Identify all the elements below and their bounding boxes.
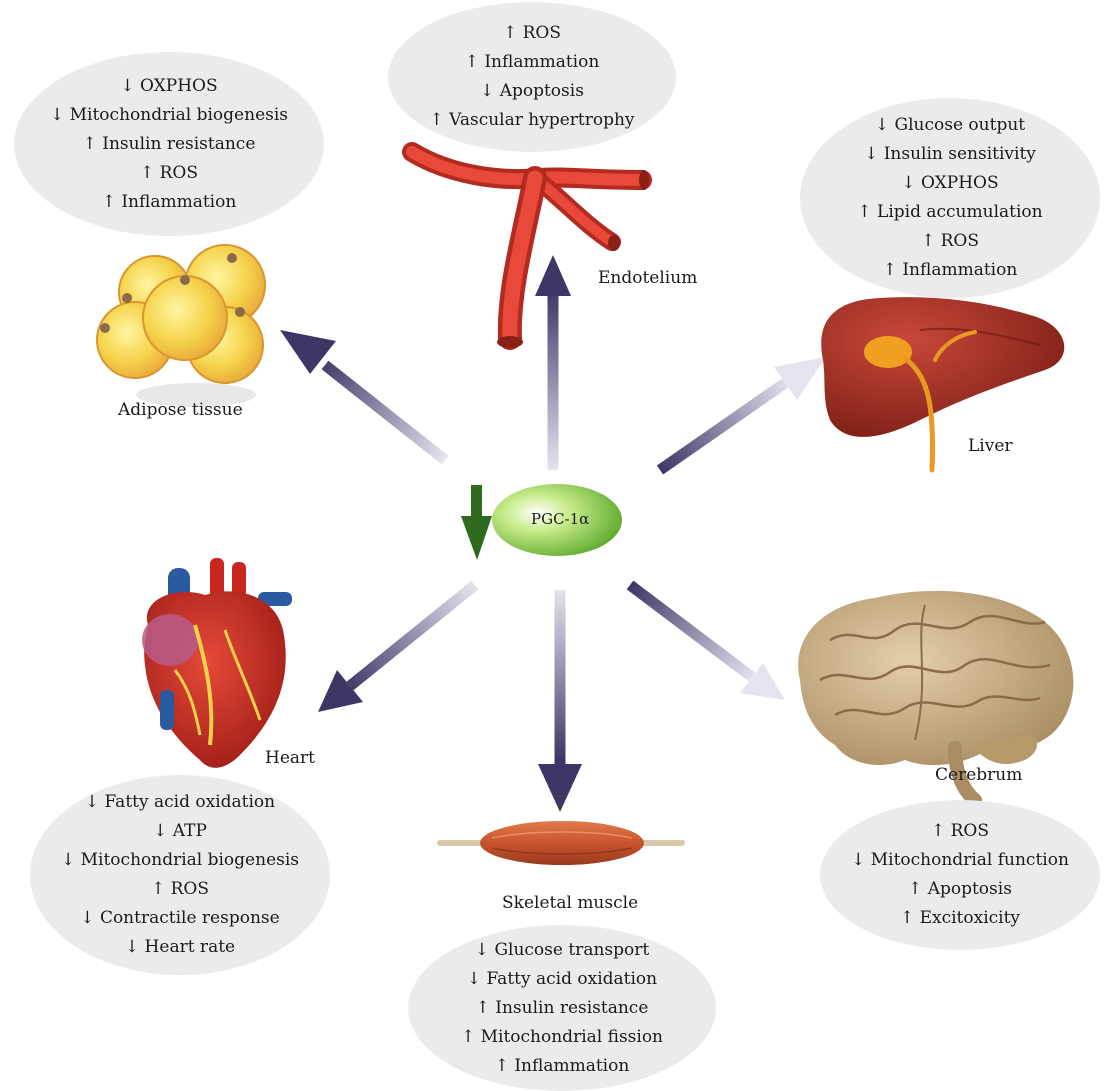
adipose-effect: ↑ Inflammation	[102, 188, 237, 217]
arrow-to-liver	[660, 357, 826, 470]
cerebrum-label: Cerebrum	[935, 765, 1022, 785]
endothelium-effect: ↑ Inflammation	[465, 48, 600, 77]
liver-effect: ↑ ROS	[921, 227, 979, 256]
liver-effect: ↓ Glucose output	[875, 111, 1025, 140]
adipose-effects-bubble: ↓ OXPHOS ↓ Mitochondrial biogenesis ↑ In…	[14, 52, 324, 236]
liver-label: Liver	[968, 436, 1013, 456]
endothelium-effect: ↓ Apoptosis	[480, 77, 584, 106]
cerebrum-effect: ↑ Apoptosis	[908, 875, 1012, 904]
adipose-effect: ↑ Insulin resistance	[83, 130, 256, 159]
adipose-cells-icon	[97, 245, 265, 407]
skeletal-muscle-effect: ↑ Mitochondrial fission	[461, 1023, 663, 1052]
cerebrum-effect: ↑ ROS	[931, 817, 989, 846]
adipose-effect: ↓ OXPHOS	[120, 72, 217, 101]
adipose-effect: ↑ ROS	[140, 159, 198, 188]
cerebrum-effects-bubble: ↑ ROS ↓ Mitochondrial function ↑ Apoptos…	[820, 800, 1100, 950]
skeletal-muscle-effects-bubble: ↓ Glucose transport ↓ Fatty acid oxidati…	[408, 925, 716, 1091]
arrow-to-heart	[318, 585, 475, 712]
skeletal-muscle-icon	[440, 821, 682, 865]
skeletal-muscle-effect: ↓ Glucose transport	[475, 936, 649, 965]
heart-effect: ↓ Mitochondrial biogenesis	[61, 846, 299, 875]
heart-icon	[142, 558, 292, 768]
pgc1a-label: PGC-1α	[531, 510, 589, 528]
heart-effect: ↓ Contractile response	[80, 904, 279, 933]
liver-effect: ↑ Lipid accumulation	[857, 198, 1042, 227]
skeletal-muscle-effect: ↑ Insulin resistance	[476, 994, 649, 1023]
decrease-arrow-icon	[461, 485, 492, 560]
endothelium-effects-bubble: ↑ ROS ↑ Inflammation ↓ Apoptosis ↑ Vascu…	[388, 2, 676, 152]
skeletal-muscle-effect: ↑ Inflammation	[495, 1052, 630, 1081]
arrow-to-endothelium	[535, 255, 571, 470]
arrow-to-skeletal-muscle	[538, 590, 582, 812]
adipose-label: Adipose tissue	[118, 400, 243, 420]
liver-effect: ↓ OXPHOS	[901, 169, 998, 198]
endothelium-effect: ↑ ROS	[503, 19, 561, 48]
heart-label: Heart	[265, 748, 315, 768]
heart-effect: ↑ ROS	[151, 875, 209, 904]
adipose-effect: ↓ Mitochondrial biogenesis	[50, 101, 288, 130]
skeletal-muscle-effect: ↓ Fatty acid oxidation	[467, 965, 657, 994]
cerebrum-effect: ↑ Excitoxicity	[900, 904, 1020, 933]
heart-effect: ↓ ATP	[153, 817, 207, 846]
heart-effects-bubble: ↓ Fatty acid oxidation ↓ ATP ↓ Mitochond…	[30, 775, 330, 975]
blood-vessel-icon	[412, 152, 649, 348]
liver-icon	[821, 297, 1064, 470]
skeletal-muscle-label: Skeletal muscle	[502, 893, 638, 913]
liver-effect: ↓ Insulin sensitivity	[864, 140, 1036, 169]
arrow-to-adipose	[280, 330, 445, 460]
liver-effects-bubble: ↓ Glucose output ↓ Insulin sensitivity ↓…	[800, 98, 1100, 298]
endothelium-effect: ↑ Vascular hypertrophy	[429, 106, 634, 135]
liver-effect: ↑ Inflammation	[883, 256, 1018, 285]
heart-effect: ↓ Fatty acid oxidation	[85, 788, 275, 817]
endothelium-label: Endotelium	[598, 268, 697, 288]
heart-effect: ↓ Heart rate	[125, 933, 235, 962]
cerebrum-effect: ↓ Mitochondrial function	[851, 846, 1069, 875]
arrow-to-cerebrum	[630, 585, 785, 700]
